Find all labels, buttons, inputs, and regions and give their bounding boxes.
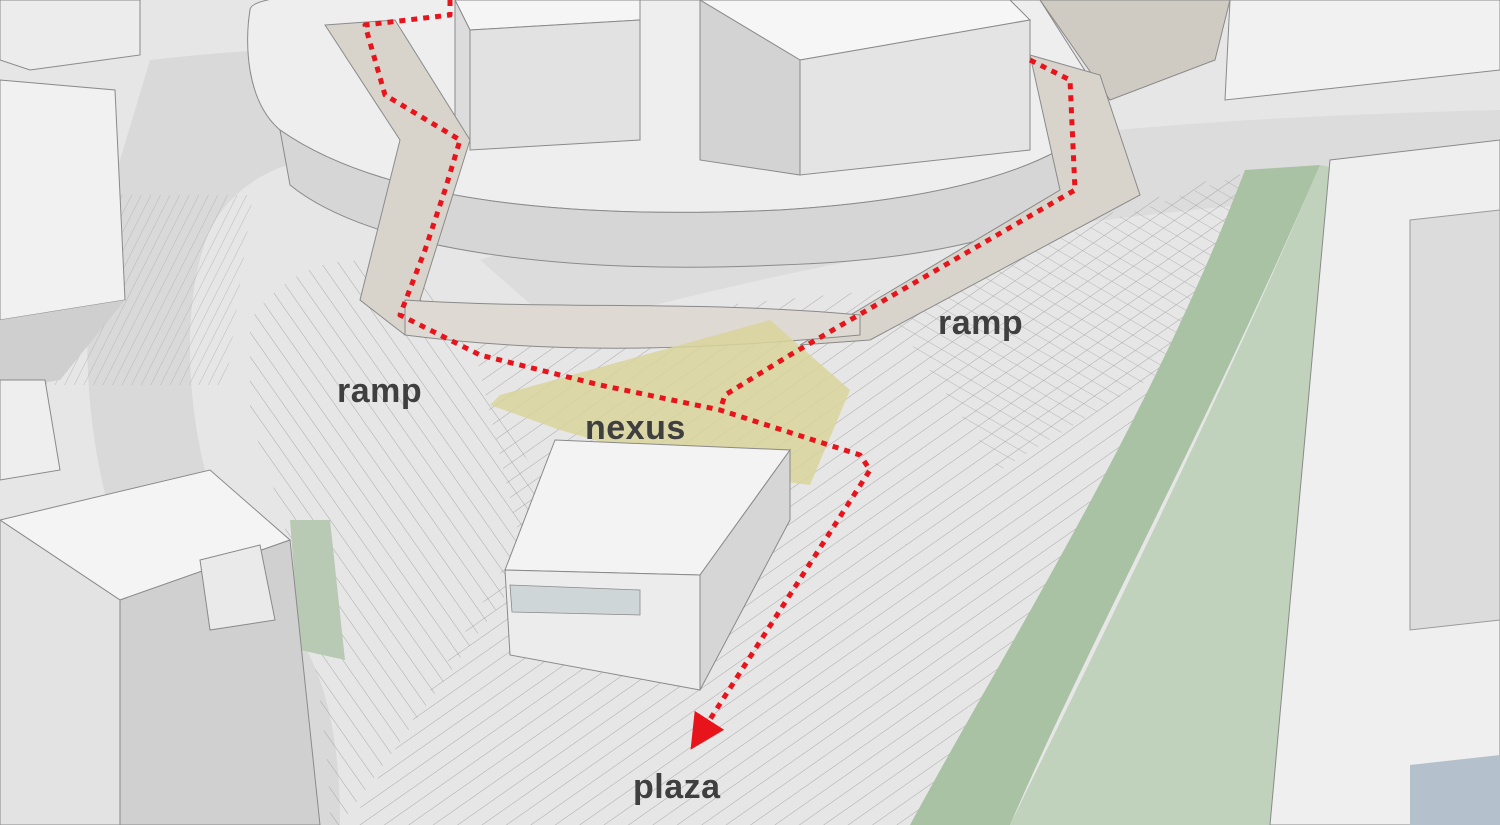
green-patch-left bbox=[290, 520, 345, 660]
label-ramp-left: ramp bbox=[337, 372, 423, 410]
building-top-left bbox=[0, 0, 141, 71]
ramp-deck-right bbox=[799, 54, 1141, 346]
building-left-small bbox=[0, 379, 61, 481]
green-strip-right bbox=[1010, 165, 1345, 825]
tower-left-side bbox=[469, 19, 641, 151]
label-plaza: plaza bbox=[633, 768, 721, 806]
tower-right-side bbox=[799, 19, 1031, 176]
plaza-hatch-left bbox=[250, 260, 560, 825]
green-strip-main bbox=[910, 165, 1320, 825]
pavilion-side bbox=[699, 448, 791, 691]
building-left-tall bbox=[0, 79, 126, 321]
stair-deck-top-right bbox=[1039, 0, 1231, 101]
nexus-zone bbox=[490, 320, 850, 485]
building-right-court bbox=[1409, 209, 1500, 631]
building-bottom-left-wing bbox=[199, 544, 276, 631]
building-right-window bbox=[1410, 755, 1500, 825]
circulation-path-left bbox=[362, 0, 873, 750]
building-left-tall-side bbox=[0, 300, 125, 390]
pavilion-glazing bbox=[509, 584, 641, 616]
label-nexus: nexus bbox=[585, 409, 686, 447]
building-top-right bbox=[1224, 0, 1500, 101]
building-bottom-left-front bbox=[0, 519, 121, 825]
plaza-hatch-right bbox=[880, 175, 1240, 470]
label-ramp-right: ramp bbox=[938, 304, 1024, 342]
